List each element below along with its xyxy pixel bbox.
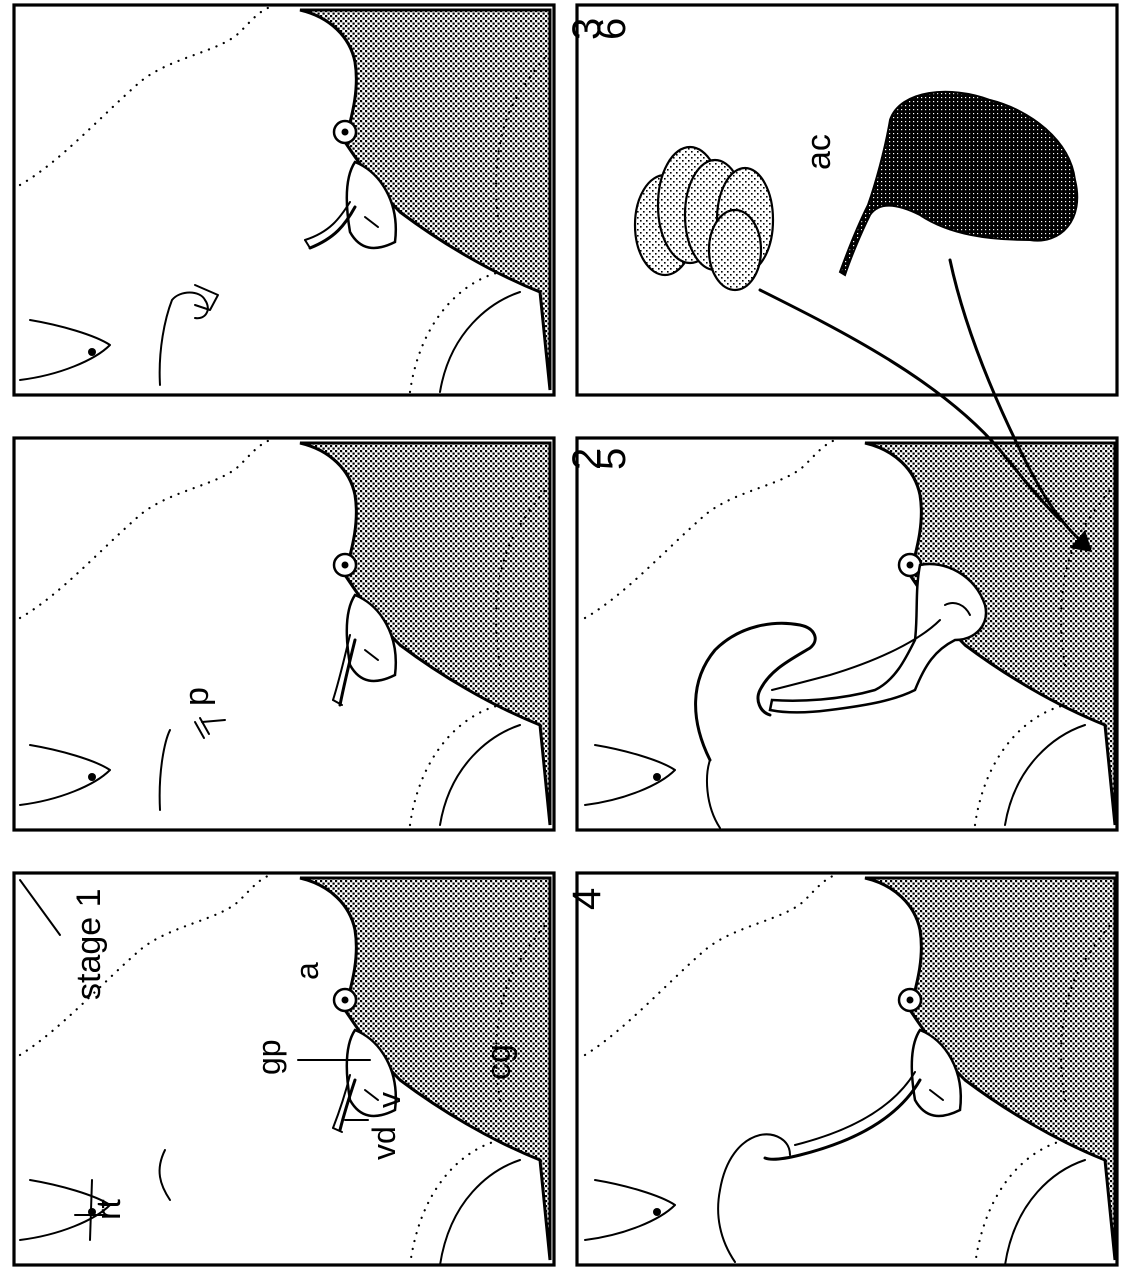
label-v: v	[371, 1092, 407, 1108]
panel-4: 4	[565, 873, 1117, 1265]
label-ac: ac	[800, 134, 838, 170]
panel-4-title: 4	[565, 888, 609, 910]
dark-ovary	[840, 92, 1077, 275]
panel-2: p 2	[14, 438, 609, 830]
label-cg: cg	[480, 1044, 518, 1080]
panel-1-title: stage 1	[70, 888, 108, 1000]
panel-stage-1: rt stage 1 a gp vd v cg	[14, 873, 554, 1265]
panel-5: 5	[577, 438, 1117, 830]
light-ovary-cluster	[635, 147, 773, 290]
label-vd: vd	[366, 1126, 402, 1160]
label-gp: gp	[251, 1039, 287, 1075]
label-p: p	[178, 687, 216, 706]
panel-3: 3	[14, 5, 609, 395]
panel-6-title: 6	[590, 18, 634, 40]
panel-5-title: 5	[590, 448, 634, 470]
label-a: a	[289, 962, 325, 980]
label-rt: rt	[90, 1199, 128, 1220]
